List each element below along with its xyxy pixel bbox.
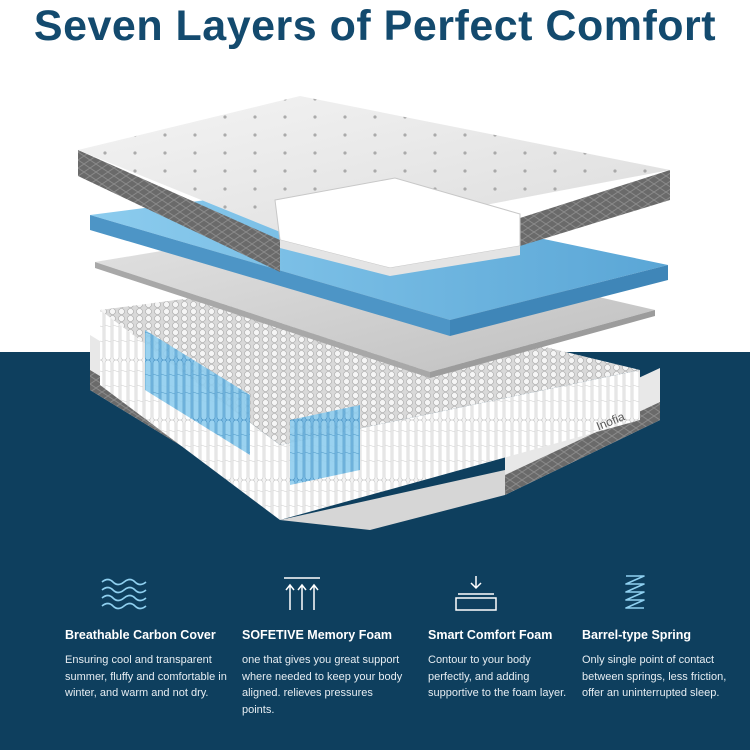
page-title: Seven Layers of Perfect Comfort — [33, 2, 717, 50]
feature-smart-comfort-foam: Smart Comfort Foam Contour to your body … — [428, 570, 568, 702]
feature-breathable-carbon-cover: Breathable Carbon Cover Ensuring cool an… — [65, 570, 240, 702]
feature-title: Barrel-type Spring — [582, 628, 692, 642]
arrows-up-icon — [242, 570, 407, 618]
waves-icon — [65, 570, 240, 618]
feature-description: one that gives you great support where n… — [242, 654, 403, 716]
mattress-layers-illustration: Inofia — [78, 96, 670, 530]
spring-icon — [582, 570, 732, 618]
feature-sofetive-memory-foam: SOFETIVE Memory Foam one that gives you … — [242, 570, 407, 718]
press-foam-icon — [428, 570, 568, 618]
feature-barrel-type-spring: Barrel-type Spring Only single point of … — [582, 570, 732, 702]
feature-description: Only single point of contact between spr… — [582, 654, 727, 699]
feature-title: SOFETIVE Memory Foam — [242, 628, 393, 642]
feature-title: Smart Comfort Foam — [428, 628, 553, 642]
top-cover-layer — [78, 96, 670, 276]
spring-unit-layer: Inofia — [90, 285, 660, 530]
feature-title: Breathable Carbon Cover — [65, 628, 216, 642]
feature-description: Contour to your body perfectly, and addi… — [428, 654, 567, 699]
feature-description: Ensuring cool and transparent summer, fl… — [65, 654, 227, 699]
